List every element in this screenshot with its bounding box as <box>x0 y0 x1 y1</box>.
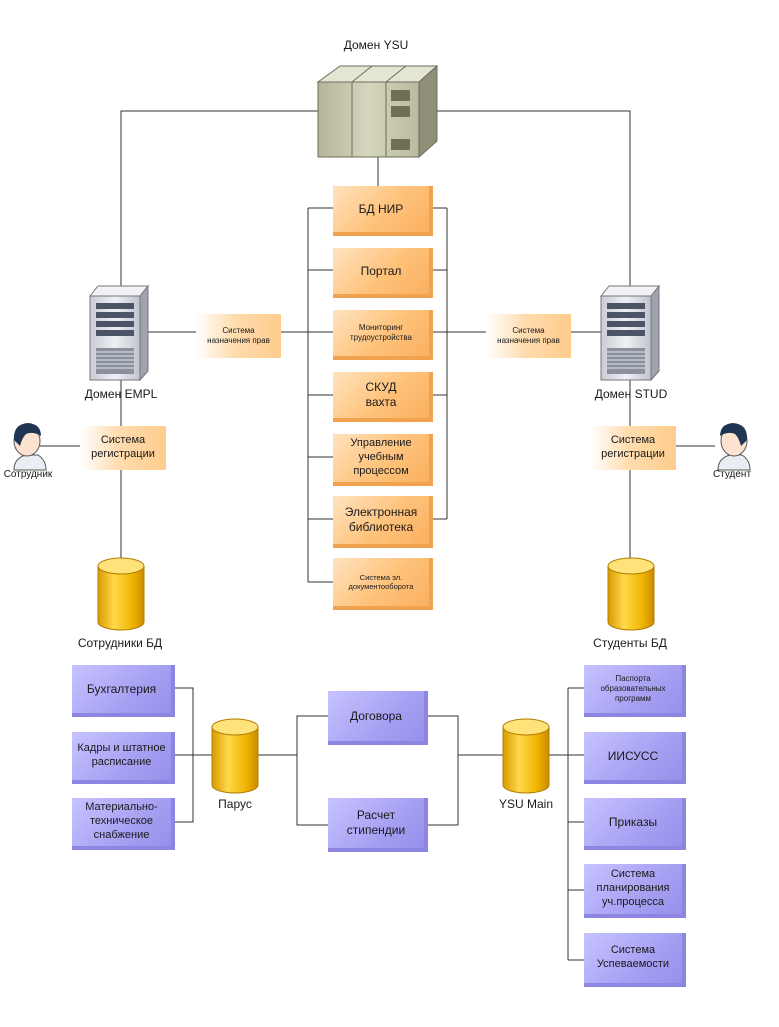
connector-lines <box>40 110 715 961</box>
empl-server-icon <box>88 284 150 382</box>
system-box-accounting[interactable]: Бухгалтерия <box>72 665 175 717</box>
system-box-program-passports[interactable]: Паспорта образовательных программ <box>584 665 686 717</box>
system-box-contracts[interactable]: Договора <box>328 691 428 745</box>
registration-system-left[interactable]: Система регистрации <box>80 426 166 470</box>
student-label: Студент <box>712 469 752 480</box>
system-box-orders[interactable]: Приказы <box>584 798 686 850</box>
parus-db-icon <box>211 718 259 794</box>
employee-label: Сотрудник <box>3 469 53 480</box>
rights-assignment-left[interactable]: Система назначения прав <box>196 314 281 358</box>
system-box-scholarship-calc[interactable]: Расчет стипендии <box>328 798 428 852</box>
ysu-server-icon <box>316 64 439 159</box>
system-box-iisuss[interactable]: ИИСУСС <box>584 732 686 784</box>
parus-db-label: Парус <box>218 797 252 811</box>
employees-db-icon <box>97 557 145 631</box>
system-box-hr-staffing[interactable]: Кадры и штатное расписание <box>72 732 175 784</box>
system-box-material-supply[interactable]: Материально- техническое снабжение <box>72 798 175 850</box>
registration-system-right[interactable]: Система регистрации <box>590 426 676 470</box>
system-box-skud[interactable]: СКУД вахта <box>333 372 433 422</box>
stud-server-icon <box>599 284 661 382</box>
ysu-main-db-icon <box>502 718 550 794</box>
system-box-e-docflow[interactable]: Система эл. документооборота <box>333 558 433 610</box>
system-box-study-management[interactable]: Управление учебным процессом <box>333 434 433 486</box>
student-person-icon <box>717 423 751 471</box>
ysu-main-db-label: YSU Main <box>498 797 554 811</box>
stud-domain-label: Домен STUD <box>594 387 668 401</box>
students-db-icon <box>607 557 655 631</box>
system-box-nir-db[interactable]: БД НИР <box>333 186 433 236</box>
system-box-study-planning[interactable]: Система планирования уч.процесса <box>584 864 686 918</box>
students-db-label: Студенты БД <box>593 636 667 650</box>
empl-domain-label: Домен EMPL <box>84 387 158 401</box>
employee-person-icon <box>13 423 47 471</box>
system-box-e-library[interactable]: Электронная библиотека <box>333 496 433 548</box>
system-box-employment-monitoring[interactable]: Мониторинг трудоустройства <box>333 310 433 360</box>
system-box-portal[interactable]: Портал <box>333 248 433 298</box>
system-box-progress[interactable]: Система Успеваемости <box>584 933 686 987</box>
employees-db-label: Сотрудники БД <box>77 636 163 650</box>
rights-assignment-right[interactable]: Система назначения прав <box>486 314 571 358</box>
ysu-domain-label: Домен YSU <box>343 38 409 52</box>
